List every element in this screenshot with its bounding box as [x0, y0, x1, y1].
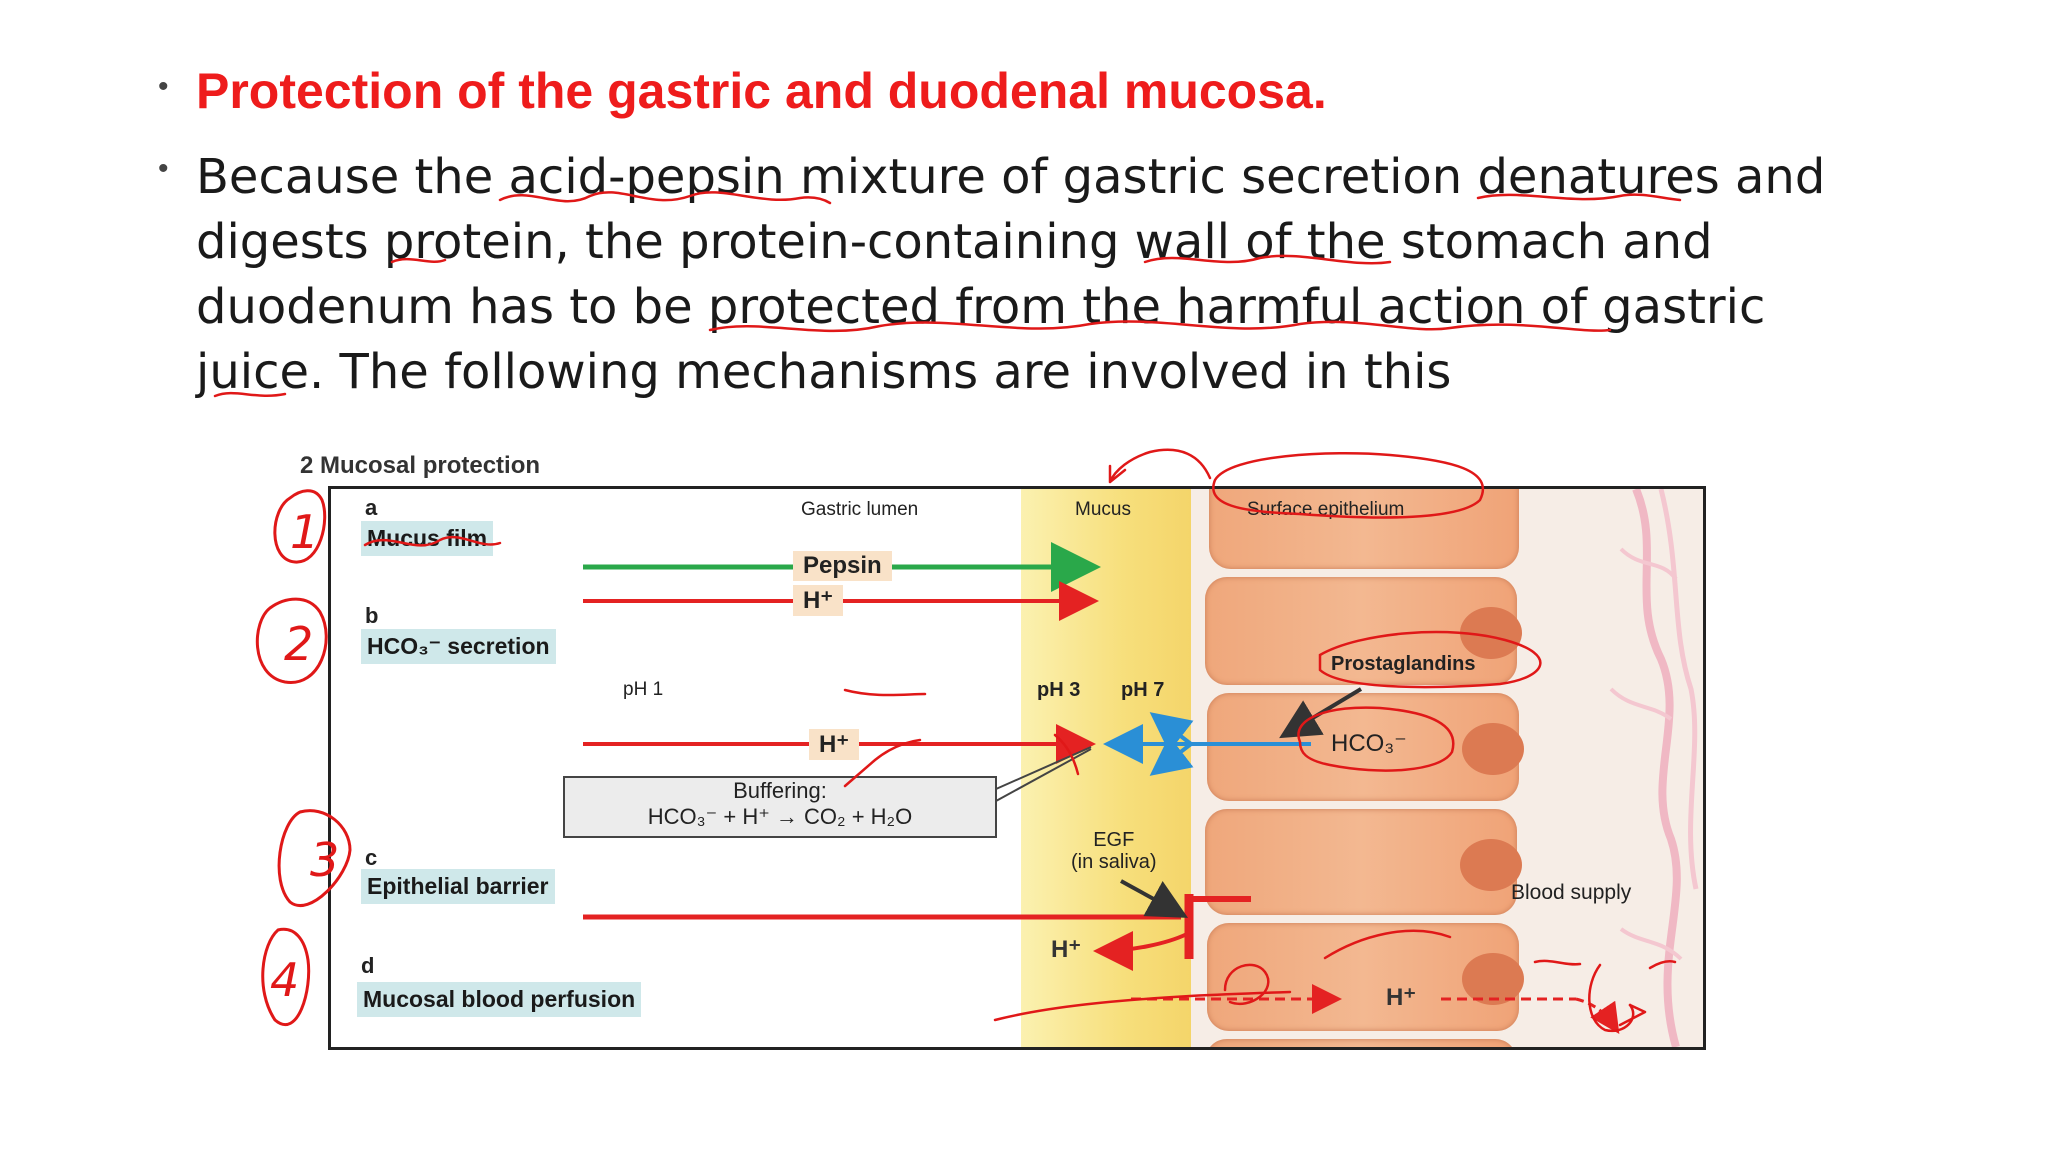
- ink-underline: [1476, 193, 1682, 202]
- ink-number-circle: [273, 489, 327, 564]
- section-letter-a: a: [365, 495, 378, 520]
- slide-title: Protection of the gastric and duodenal m…: [196, 63, 1327, 119]
- ink-underline: [498, 191, 832, 205]
- ink-mark: [1053, 733, 1080, 776]
- paragraph-line-2: digests protein, the protein-containing …: [196, 214, 1713, 270]
- bullet-dot-body: •: [158, 152, 169, 185]
- ph1-label: pH 1: [623, 679, 664, 700]
- section-label-mucosal-blood-perfusion: Mucosal blood perfusion: [357, 982, 642, 1017]
- header-mucus: Mucus: [1075, 499, 1131, 520]
- blood-vessel: [1632, 489, 1681, 1047]
- header-gastric-lumen: Gastric lumen: [801, 499, 919, 520]
- ink-underline: [213, 391, 287, 398]
- h-plus-backflow-arrow: [1093, 930, 1188, 971]
- section-label-epithelial-barrier: Epithelial barrier: [361, 869, 555, 904]
- ink-circle: [1318, 630, 1542, 689]
- blood-vessel: [1619, 547, 1678, 581]
- blood-vessel: [1609, 687, 1673, 721]
- section-letter-c: c: [365, 845, 378, 870]
- h-plus-label: H⁺: [1386, 984, 1416, 1011]
- buffer-pointer: [995, 748, 1092, 802]
- ink-number-1: 1: [290, 505, 319, 559]
- ink-underline: [708, 320, 1612, 333]
- cell-nucleus: [1462, 953, 1524, 1005]
- ink-underline: [843, 688, 927, 697]
- hco3-arrow: [1149, 735, 1194, 776]
- buffering-equation: HCO₃⁻ + H⁺ → CO₂ + H₂O: [647, 804, 913, 829]
- egf-label-line-2: (in saliva): [1071, 851, 1157, 873]
- header-surface-epithelium: Surface epithelium: [1247, 499, 1405, 520]
- egf-arrow: [1120, 879, 1189, 918]
- bullet-dot-title: •: [158, 70, 169, 103]
- perfusion-arrow: [1575, 997, 1620, 1034]
- epithelial-cell: [1205, 809, 1522, 915]
- blood-supply-label: Blood supply: [1511, 881, 1632, 904]
- section-label-hco3-secretion: HCO₃⁻ secretion: [361, 629, 556, 664]
- h-plus-label: H⁺: [809, 729, 859, 760]
- egf-label-line-1: EGF: [1093, 829, 1135, 851]
- mucosal-protection-figure: Gastric lumen Mucus Surface epithelium a…: [328, 486, 1706, 1050]
- section-letter-b: b: [365, 603, 379, 628]
- ink-underline: [363, 535, 502, 547]
- buffering-title: Buffering:: [733, 778, 827, 803]
- ink-stroke: [1533, 959, 1582, 966]
- ph3-label: pH 3: [1037, 679, 1081, 701]
- ink-number-circle: [277, 809, 352, 907]
- blood-vessel: [1658, 489, 1699, 890]
- ink-stroke: [993, 990, 1292, 1022]
- ink-number-circle: [255, 597, 328, 684]
- h-plus-label: H⁺: [1051, 936, 1081, 963]
- section-label-mucus-film: Mucus film: [361, 521, 494, 556]
- hco3-label: HCO₃⁻: [1331, 730, 1407, 757]
- epithelial-cell: [1209, 489, 1519, 569]
- epithelial-cell: [1205, 577, 1522, 685]
- h-plus-label: H⁺: [793, 585, 843, 616]
- buffering-box: Buffering: HCO₃⁻ + H⁺ → CO₂ + H₂O: [563, 776, 997, 838]
- ink-tick: [843, 738, 922, 788]
- figure-title: 2 Mucosal protection: [300, 452, 541, 479]
- ink-stroke: [1648, 960, 1677, 970]
- ph7-label: pH 7: [1121, 679, 1165, 701]
- epithelial-cell: [1205, 1039, 1517, 1047]
- epithelial-cell: [1207, 693, 1524, 801]
- paragraph-line-4: juice. The following mechanisms are invo…: [196, 344, 1452, 400]
- ink-arrow: [1618, 1003, 1647, 1027]
- ink-number-circle: [261, 927, 311, 1026]
- section-letter-d: d: [361, 953, 375, 978]
- ink-circle: [1297, 706, 1455, 772]
- buffer-pointer: [995, 746, 1092, 790]
- ink-number-2: 2: [284, 617, 313, 671]
- egf-label: EGF (in saliva): [1071, 829, 1157, 873]
- ink-number-4: 4: [270, 953, 299, 1007]
- pepsin-label: Pepsin: [793, 551, 892, 581]
- cell-nucleus: [1462, 723, 1524, 775]
- figure-drawing: [583, 489, 1699, 1047]
- ink-stroke: [1323, 929, 1452, 960]
- epithelium-layer: [1191, 489, 1703, 1047]
- ink-circle: [1212, 452, 1484, 519]
- ink-underline: [390, 257, 447, 264]
- paragraph-line-1: Because the acid-pepsin mixture of gastr…: [196, 149, 1826, 205]
- prostaglandins-label: Prostaglandins: [1331, 653, 1476, 675]
- cell-nucleus: [1460, 839, 1522, 891]
- ink-loop: [1223, 963, 1270, 1005]
- ink-number-3: 3: [310, 833, 339, 887]
- ink-underline: [1143, 254, 1392, 265]
- blood-vessel: [1619, 927, 1683, 961]
- ink-arrow: [1108, 448, 1212, 484]
